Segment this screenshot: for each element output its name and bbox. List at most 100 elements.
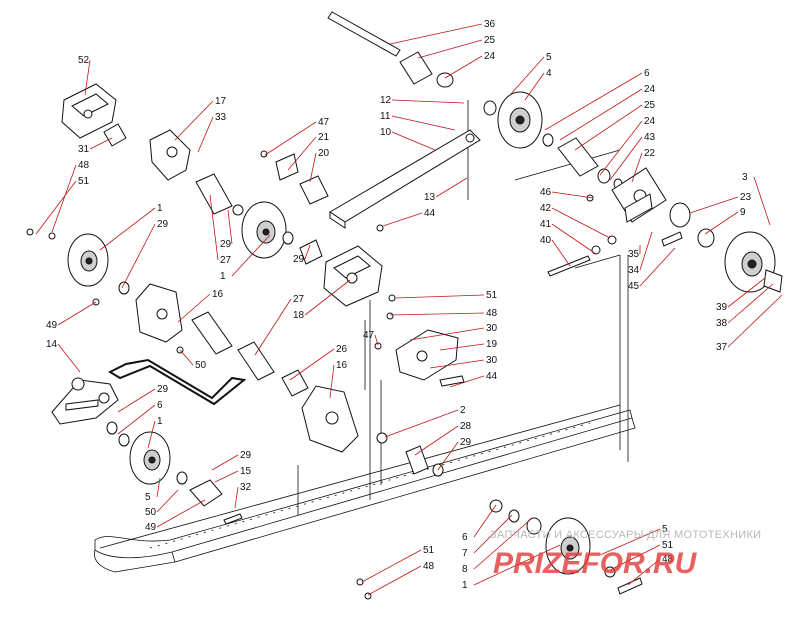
part-label-l18: 18 [293, 310, 305, 321]
part-label-l19: 19 [486, 339, 498, 350]
block-15 [176, 471, 243, 525]
part-label-l25a: 25 [484, 35, 496, 46]
part-label-l14: 14 [46, 339, 58, 350]
leader-l7 [473, 514, 513, 554]
leader-l51a [35, 180, 77, 235]
direction-arrow [107, 358, 247, 406]
part-label-l24a: 24 [484, 51, 496, 62]
rear-shaft-assembly [327, 11, 543, 149]
part-label-l7: 7 [462, 548, 468, 559]
part-label-l5a: 5 [546, 52, 552, 63]
part-label-l47a: 47 [318, 117, 330, 128]
part-label-l16a: 16 [212, 289, 224, 300]
leader-l32 [234, 486, 239, 509]
leader-l1c [147, 420, 156, 449]
leader-l49b [156, 499, 206, 528]
leader-l8 [473, 519, 531, 570]
leader-l51d [361, 549, 422, 583]
leader-l22 [631, 152, 643, 183]
leader-l29b [227, 209, 233, 245]
leader-l47a [264, 121, 317, 156]
leader-l50a [179, 349, 194, 366]
leader-l51b [394, 294, 485, 299]
part-label-l30a: 30 [486, 323, 498, 334]
block-20 [275, 153, 329, 205]
leader-l1d [473, 544, 561, 586]
bolt-40 [547, 231, 683, 277]
part-label-l40: 40 [540, 235, 552, 246]
part-label-l12: 12 [380, 95, 392, 106]
leader-l5b [156, 477, 161, 498]
leader-l28 [414, 425, 459, 456]
leader-l3 [753, 176, 771, 226]
part-label-l16b: 16 [336, 360, 348, 371]
part-label-l30b: 30 [486, 355, 498, 366]
part-label-l17: 17 [215, 96, 227, 107]
part-label-l28: 28 [460, 421, 472, 432]
part-label-l10: 10 [380, 127, 392, 138]
part-label-l27a: 27 [220, 255, 232, 266]
leader-l24a [444, 55, 483, 79]
part-label-l15: 15 [240, 466, 252, 477]
right-lower-parts [376, 432, 643, 595]
part-label-l48c: 48 [662, 554, 674, 565]
leader-l38 [727, 283, 774, 324]
leader-l51c [609, 544, 661, 571]
leader-l12 [391, 99, 465, 104]
part-label-l5b: 5 [145, 492, 151, 503]
leader-l5a [509, 56, 545, 96]
part-label-l36: 36 [484, 19, 496, 30]
leader-l36 [389, 23, 483, 45]
leader-l31 [89, 137, 113, 150]
leader-l29c [304, 244, 311, 260]
part-label-l4: 4 [546, 68, 552, 79]
leader-l6c [473, 504, 497, 538]
leader-l48c [627, 558, 661, 586]
part-label-l6b: 6 [157, 400, 163, 411]
leader-l45 [639, 247, 676, 287]
leader-l25a [417, 39, 483, 59]
part-label-l21: 21 [318, 132, 330, 143]
leader-l14 [57, 343, 81, 373]
part-label-l35: 35 [628, 249, 640, 260]
leader-l49a [57, 301, 97, 326]
part-label-l23: 23 [740, 192, 752, 203]
leader-l48a [51, 164, 77, 233]
part-label-l29d: 29 [157, 384, 169, 395]
leader-l26 [289, 348, 335, 381]
suspension-arm [329, 129, 481, 229]
part-label-l46: 46 [540, 187, 552, 198]
part-label-l27b: 27 [293, 294, 305, 305]
leader-l30b [429, 359, 485, 369]
part-label-l52: 52 [78, 55, 90, 66]
part-label-l44a: 44 [424, 208, 436, 219]
arm-14 [51, 377, 119, 425]
watermark-logo: PRIZEFOR.RU [493, 547, 698, 580]
part-label-l22: 22 [644, 148, 656, 159]
leader-l42 [551, 207, 611, 239]
part-label-l24b: 24 [644, 84, 656, 95]
leader-l16a [177, 293, 211, 323]
part-label-l1c: 1 [157, 416, 163, 427]
part-label-l38: 38 [716, 318, 728, 329]
leader-l29d [117, 388, 156, 413]
middle-wheel [195, 173, 294, 259]
leader-l27a [209, 194, 219, 261]
part-label-l5c: 5 [662, 524, 668, 535]
mount-block-52 [61, 83, 117, 139]
part-label-l32: 32 [240, 482, 252, 493]
bracket-18 [299, 239, 383, 307]
leader-l25b [574, 104, 643, 151]
part-label-l48d: 48 [423, 561, 435, 572]
leader-l44a [382, 212, 423, 227]
leader-l1a [99, 207, 156, 251]
part-label-l26: 26 [336, 344, 348, 355]
part-label-l9: 9 [740, 207, 746, 218]
part-label-l42: 42 [540, 203, 552, 214]
bracket-16-left [135, 283, 275, 381]
part-label-l3: 3 [742, 172, 748, 183]
leader-l52 [84, 59, 91, 96]
leader-l17 [174, 100, 214, 141]
